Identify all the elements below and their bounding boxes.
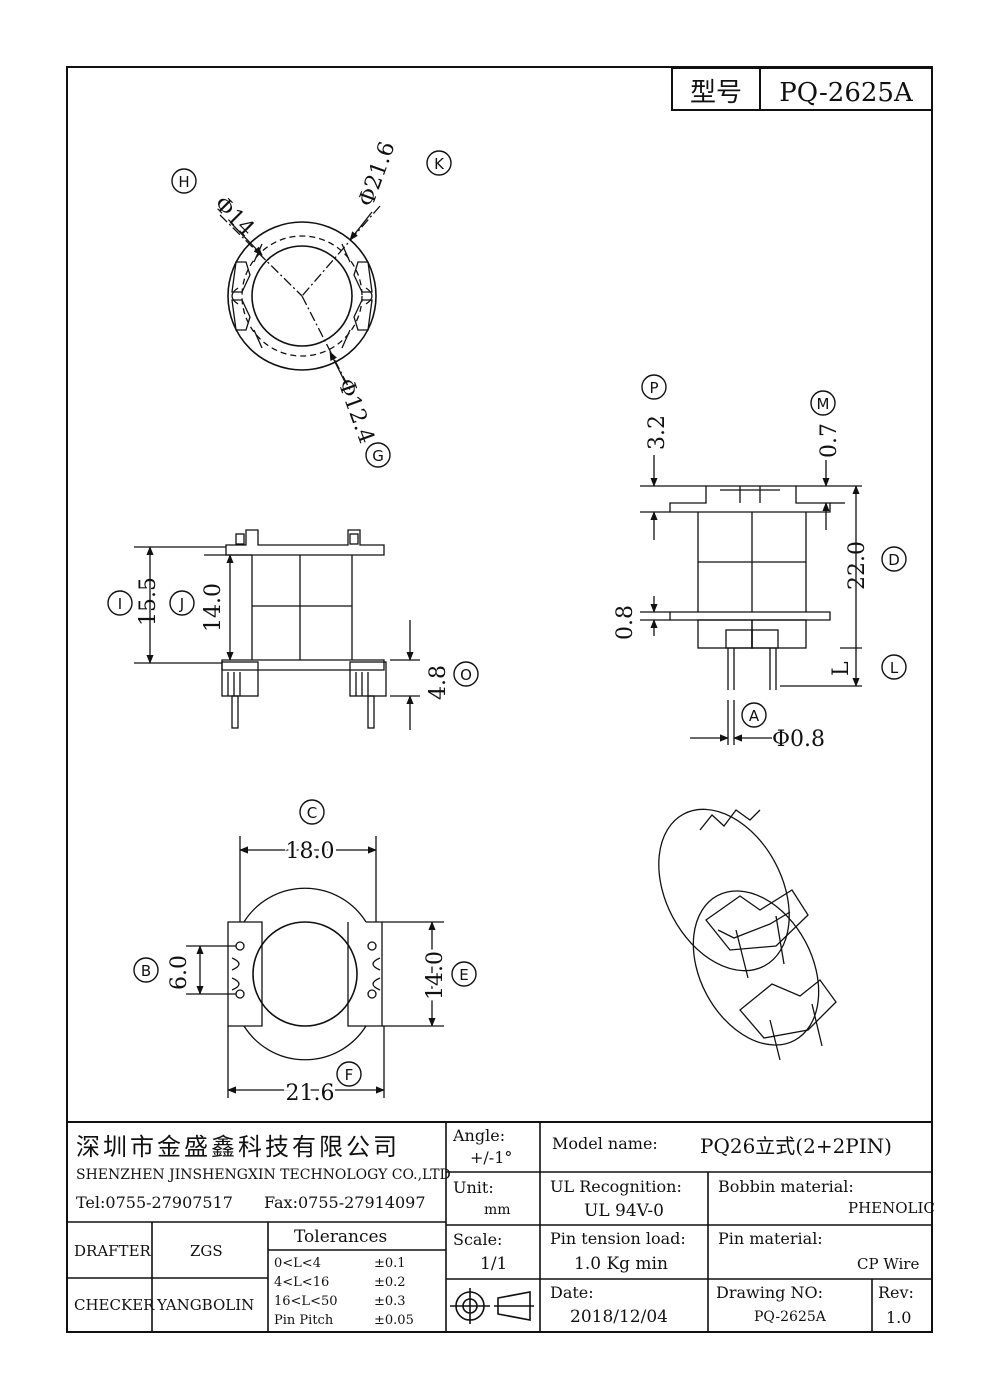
date-value: 2018/12/04 (570, 1307, 668, 1327)
dim-14-0-bottom: 14.0 (423, 951, 448, 1000)
unit-label: Unit: (453, 1178, 494, 1197)
bottom-view: 18.0 21.6 6.0 14.0 (167, 836, 451, 1109)
tolerance-range: Pin Pitch (274, 1313, 334, 1328)
dim-15-5: 15.5 (136, 577, 161, 626)
rev-label: Rev: (878, 1283, 914, 1302)
callout-J (169, 590, 195, 616)
callout-I (107, 590, 133, 616)
dim-18-0: 18.0 (286, 839, 335, 864)
dim-3-2: 3.2 (645, 415, 670, 450)
tolerance-value: ±0.05 (374, 1313, 414, 1328)
angle-value: +/-1° (470, 1148, 513, 1167)
top-view: Φ14 Φ21.6 Φ12.4 (209, 139, 401, 448)
callout-H-label: H (178, 173, 189, 191)
drafter-value: ZGS (190, 1242, 223, 1260)
date-label: Date: (550, 1283, 594, 1302)
callout-I-label: I (118, 595, 122, 613)
callout-O-label: O (460, 666, 472, 684)
front-view: 15.5 14.0 4.8 (134, 529, 451, 730)
callout-F-label: F (345, 1066, 354, 1084)
dim-phi0-8: Φ0.8 (772, 727, 825, 752)
callout-O (453, 661, 479, 687)
dim-21-6: 21.6 (286, 1081, 335, 1106)
dim-phi21-6: Φ21.6 (354, 139, 400, 211)
ul-recognition-label: UL Recognition: (550, 1177, 682, 1196)
tolerance-range: 0<L<4 (274, 1256, 321, 1271)
scale-value: 1/1 (480, 1254, 508, 1274)
angle-label: Angle: (453, 1126, 506, 1145)
dim-22-0: 22.0 (845, 541, 870, 590)
tolerance-value: ±0.3 (374, 1294, 406, 1309)
tolerances-label: Tolerances (294, 1227, 388, 1247)
drawing-no-value: PQ-2625A (754, 1309, 826, 1325)
pin-tension-value: 1.0 Kg min (574, 1254, 668, 1274)
callout-D-label: D (888, 551, 900, 569)
dim-0-7: 0.7 (817, 423, 842, 458)
tolerance-value: ±0.2 (374, 1275, 406, 1290)
callout-E (451, 961, 477, 987)
callout-P (641, 374, 667, 400)
company-tel: Tel:0755-27907517 (76, 1193, 233, 1212)
company-name-cn: 深圳市金盛鑫科技有限公司 (76, 1133, 400, 1161)
dim-phi14: Φ14 (209, 192, 259, 242)
dim-4-8: 4.8 (426, 665, 451, 700)
model-box-value: PQ-2625A (779, 78, 914, 108)
callout-G (365, 442, 391, 468)
company-name-en: SHENZHEN JINSHENGXIN TECHNOLOGY CO.,LTD (76, 1167, 451, 1183)
side-view: 3.2 0.7 22.0 0.8 L Φ0.8 (613, 415, 870, 752)
dim-L: L (829, 661, 854, 676)
callout-F (336, 1061, 362, 1087)
company-fax: Fax:0755-27914097 (264, 1193, 426, 1212)
callout-L (881, 654, 907, 680)
bobbin-material-value: PHENOLIC (848, 1199, 935, 1217)
checker-value: YANGBOLIN (157, 1296, 255, 1314)
tolerance-ranges: 0<L<4 4<L<16 16<L<50 Pin Pitch (274, 1254, 338, 1330)
callout-P-label: P (649, 379, 658, 397)
bobbin-material-label: Bobbin material: (718, 1177, 854, 1196)
drawing-no-label: Drawing NO: (716, 1283, 823, 1302)
unit-value: mm (484, 1202, 511, 1218)
callout-A-label: A (749, 707, 760, 725)
dim-0-8: 0.8 (613, 605, 638, 640)
callout-A (741, 702, 767, 728)
model-name-value: PQ26立式(2+2PIN) (700, 1134, 892, 1158)
callout-K-label: K (434, 155, 445, 173)
drawing-frame (66, 66, 933, 1333)
callouts (107, 150, 907, 1087)
dim-phi12-4: Φ12.4 (332, 376, 378, 448)
scale-label: Scale: (453, 1230, 503, 1249)
tolerance-range: 16<L<50 (274, 1294, 338, 1309)
pin-material-value: CP Wire (857, 1255, 920, 1273)
ul-recognition-value: UL 94V-0 (584, 1201, 664, 1221)
callout-C-label: C (307, 804, 317, 822)
model-box: 型号 PQ-2625A (671, 67, 933, 111)
tolerance-value: ±0.1 (374, 1256, 406, 1271)
title-block-lines (66, 1121, 933, 1333)
dim-14-0-side: 14.0 (201, 583, 226, 632)
callout-D (881, 546, 907, 572)
tolerance-range: 4<L<16 (274, 1275, 330, 1290)
model-name-label: Model name: (552, 1134, 658, 1153)
callout-K (426, 150, 452, 176)
model-box-label: 型号 (690, 78, 742, 108)
callout-B (133, 957, 159, 983)
callout-E-label: E (459, 966, 468, 984)
callout-G-label: G (372, 447, 384, 465)
drafter-label: DRAFTER (74, 1242, 151, 1260)
callout-H (171, 168, 197, 194)
checker-label: CHECKER (74, 1296, 155, 1314)
callout-B-label: B (141, 962, 151, 980)
pin-material-label: Pin material: (718, 1229, 823, 1248)
callout-J-label: J (179, 595, 184, 613)
isometric-view (658, 808, 837, 1061)
dim-6-0: 6.0 (167, 955, 192, 990)
callout-C (299, 799, 325, 825)
callout-M-label: M (817, 395, 830, 413)
rev-value: 1.0 (886, 1308, 912, 1327)
callout-L-label: L (890, 659, 899, 677)
tolerance-values: ±0.1 ±0.2 ±0.3 ±0.05 (374, 1254, 414, 1330)
pin-tension-label: Pin tension load: (550, 1229, 686, 1248)
callout-M (810, 390, 836, 416)
